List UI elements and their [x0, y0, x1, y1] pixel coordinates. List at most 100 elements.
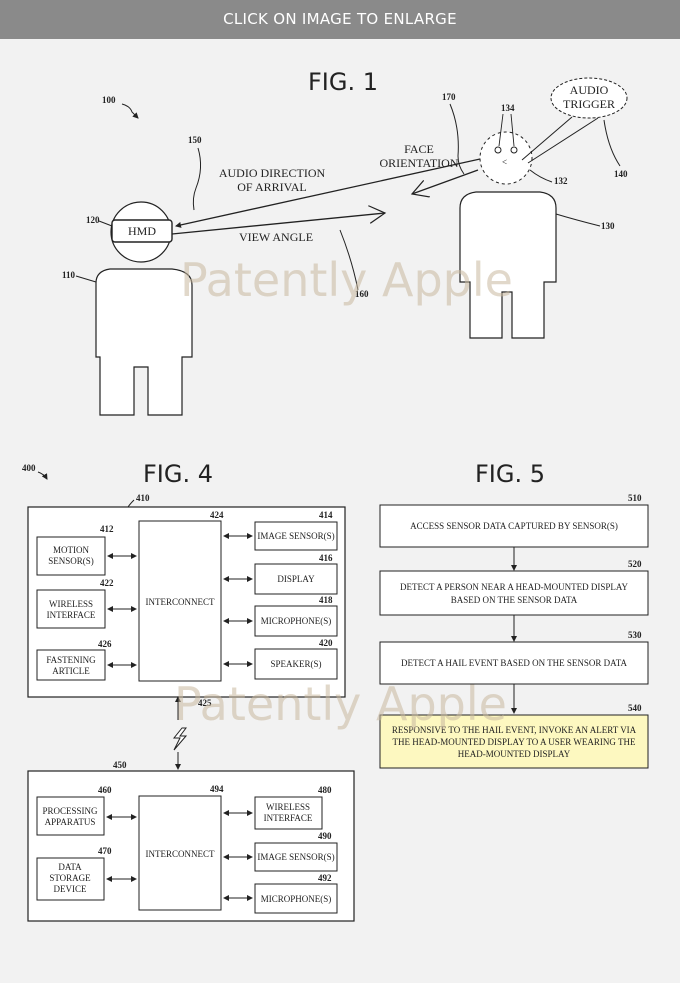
ref-160: 160 [355, 289, 369, 299]
image-sensor-label: IMAGE SENSOR(S) [257, 531, 334, 541]
step-540-label-2: THE HEAD-MOUNTED DISPLAY TO A USER WEARI… [393, 737, 636, 747]
ref-422: 422 [100, 578, 114, 588]
fastening-article-label-2: ARTICLE [52, 666, 90, 676]
eye-left [494, 146, 502, 154]
data-storage-label-3: DEVICE [54, 884, 87, 894]
microphone-2-label: MICROPHONE(S) [261, 894, 332, 904]
face-orientation-label-2: ORIENTATION [379, 156, 458, 170]
ref-400: 400 [22, 463, 36, 473]
ref-416: 416 [319, 553, 333, 563]
person-130 [459, 191, 557, 339]
nose-mark: < [502, 157, 507, 167]
ref-150-leader [192, 147, 202, 211]
audio-trigger-label-1: AUDIO [570, 83, 609, 97]
ref-540: 540 [628, 703, 642, 713]
motion-sensor-label-1: MOTION [53, 545, 89, 555]
microphone-2-box [254, 883, 338, 914]
hmd-label: HMD [128, 224, 156, 238]
audio-direction-label-1: AUDIO DIRECTION [219, 166, 326, 180]
ref-120: 120 [86, 215, 100, 225]
ref-130: 130 [601, 221, 615, 231]
ref-420: 420 [319, 638, 333, 648]
ref-170: 170 [442, 92, 456, 102]
device-450-connectors [106, 810, 253, 901]
ref-510: 510 [628, 493, 642, 503]
ref-110-leader [75, 275, 97, 283]
ref-410: 410 [136, 493, 150, 503]
view-angle-label: VIEW ANGLE [239, 230, 313, 244]
ref-424: 424 [210, 510, 224, 520]
ref-120-leader [98, 220, 113, 227]
data-storage-box [36, 857, 105, 901]
ref-132-leader [529, 169, 553, 183]
data-storage-label-2: STORAGE [49, 873, 91, 883]
ref-170-leader [449, 103, 465, 175]
view-angle-arrow [171, 213, 385, 235]
processing-apparatus-label-1: PROCESSING [42, 806, 98, 816]
ref-400-leader [37, 471, 48, 480]
ref-100: 100 [102, 95, 116, 105]
image-sensor-2-box [254, 842, 338, 872]
face-orientation-arrow [412, 169, 479, 194]
ref-426: 426 [98, 639, 112, 649]
step-510-label: ACCESS SENSOR DATA CAPTURED BY SENSOR(S) [410, 521, 618, 531]
ref-412: 412 [100, 524, 114, 534]
face-orientation-label-1: FACE [404, 142, 434, 156]
step-540-label-3: HEAD-MOUNTED DISPLAY [458, 749, 571, 759]
hmd-device [111, 219, 173, 243]
wireless-interface-label-1: WIRELESS [49, 599, 93, 609]
step-540-label-1: RESPONSIVE TO THE HAIL EVENT, INVOKE AN … [392, 725, 637, 735]
fastening-article-box [36, 649, 106, 681]
ref-410-leader [127, 499, 135, 508]
ref-110: 110 [62, 270, 76, 280]
ref-130-leader [555, 213, 601, 227]
ref-490: 490 [318, 831, 332, 841]
ref-492: 492 [318, 873, 332, 883]
fig5-title: FIG. 5 [475, 460, 545, 488]
step-520-label-2: BASED ON THE SENSOR DATA [451, 595, 578, 605]
fastening-article-label-1: FASTENING [46, 655, 96, 665]
ref-480: 480 [318, 785, 332, 795]
audio-trigger-label-2: TRIGGER [563, 97, 615, 111]
microphone-label: MICROPHONE(S) [261, 616, 332, 626]
image-sensor-2-label: IMAGE SENSOR(S) [257, 852, 334, 862]
step-520-box [379, 570, 649, 616]
watermark-top: Patently Apple [180, 253, 513, 307]
fig1-title: FIG. 1 [308, 68, 378, 96]
watermark-bottom: Patently Apple [174, 677, 507, 731]
step-530-label: DETECT A HAIL EVENT BASED ON THE SENSOR … [401, 658, 627, 668]
audio-trigger-bubble [550, 77, 628, 119]
interconnect-424-label: INTERCONNECT [146, 597, 215, 607]
data-storage-label-1: DATA [58, 862, 82, 872]
audio-trigger-pointer-b [527, 117, 599, 164]
ref-100-leader [121, 103, 139, 119]
display-box [254, 563, 338, 595]
patent-drawings: FIG. 1 100 HMD 120 110 AUDIO DIRECTION O… [22, 68, 649, 922]
audio-trigger-pointer-a [521, 116, 573, 161]
ref-134-leader [498, 113, 515, 147]
image-sensor-box [254, 521, 338, 551]
speaker-box [254, 648, 338, 680]
processing-apparatus-box [36, 796, 105, 836]
lightning-icon [172, 727, 188, 751]
person-110 [95, 201, 193, 416]
ref-140: 140 [614, 169, 628, 179]
ref-425: 425 [198, 698, 212, 708]
fig1: FIG. 1 100 HMD 120 110 AUDIO DIRECTION O… [62, 68, 628, 416]
fig4-title: FIG. 4 [143, 460, 213, 488]
ref-134: 134 [501, 103, 515, 113]
ref-530: 530 [628, 630, 642, 640]
processing-apparatus-label-2: APPARATUS [45, 817, 96, 827]
wireless-interface-label-2: INTERFACE [47, 610, 96, 620]
interconnect-494 [138, 795, 222, 911]
audio-direction-arrow [175, 147, 531, 228]
ref-418: 418 [319, 595, 333, 605]
enlarge-banner[interactable]: CLICK ON IMAGE TO ENLARGE [0, 0, 680, 39]
step-520-label-1: DETECT A PERSON NEAR A HEAD-MOUNTED DISP… [400, 582, 629, 592]
microphone-box [254, 605, 338, 637]
ref-414: 414 [319, 510, 333, 520]
audio-direction-label-2: OF ARRIVAL [237, 180, 306, 194]
wireless-interface-2-box [254, 796, 323, 830]
patent-figure-sheet[interactable]: FIG. 1 100 HMD 120 110 AUDIO DIRECTION O… [0, 39, 680, 983]
step-510-box [379, 504, 649, 548]
